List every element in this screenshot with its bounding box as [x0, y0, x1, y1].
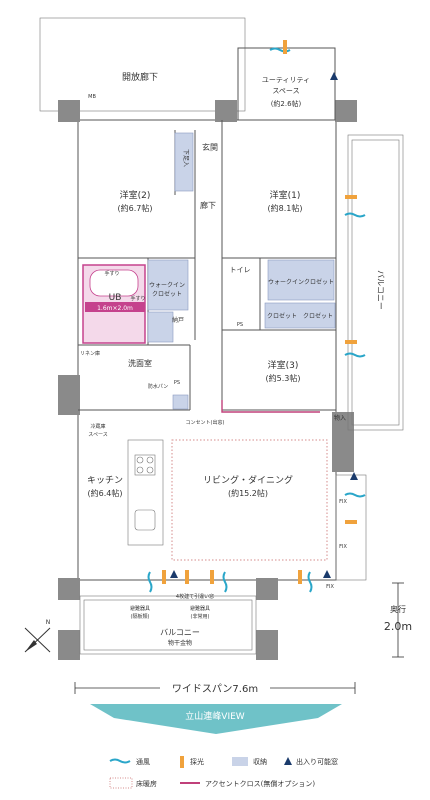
label-walkin-left-1: ウォークイン — [149, 281, 185, 289]
floor-heating-area — [171, 439, 328, 561]
label-ld: リビング・ダイニング — [203, 474, 293, 486]
label-walkin-right: ウォークインクロゼット — [268, 278, 334, 286]
label-escape1-1: 避難器具 — [130, 605, 150, 612]
compass-icon: N — [24, 619, 51, 653]
label-escape2-2: (非常用) — [191, 613, 210, 620]
label-escape1-2: (隔板類) — [131, 613, 150, 620]
label-kitchen: キッチン — [87, 475, 123, 486]
label-balcony-bottom: バルコニー — [160, 628, 200, 637]
label-utility-1: ユーティリティ — [262, 76, 310, 84]
label-utility-2: スペース — [272, 87, 299, 95]
label-room3-size: (約5.3帖) — [266, 373, 301, 383]
wind-icon — [109, 758, 131, 764]
legend-door: 出入り可能窓 — [296, 757, 338, 766]
wind-markers — [147, 47, 366, 593]
door-markers — [170, 72, 358, 578]
label-toilet: トイレ — [230, 266, 251, 274]
label-fridge-1: 冷蔵庫 — [90, 423, 105, 430]
accent-cross-line — [221, 400, 320, 413]
depth-value: 2.0m — [384, 620, 412, 633]
label-room3: 洋室(3) — [268, 359, 299, 371]
label-mono: 物入 — [334, 414, 346, 422]
depth-label: 奥行 — [390, 604, 406, 614]
legend-floor-heating: 床暖房 — [136, 779, 157, 788]
label-ld-size: (約15.2帖) — [228, 488, 268, 498]
label-window-note: 4枚建て引違い窓 — [176, 593, 214, 600]
label-room2-size: (約6.7帖) — [118, 203, 153, 213]
label-escape2-1: 避難器具 — [190, 605, 210, 612]
label-corridor-open: 開放廊下 — [122, 71, 158, 83]
storage-areas — [147, 132, 336, 410]
label-kitchen-size: (約6.4帖) — [88, 488, 123, 498]
svg-text:N: N — [46, 619, 51, 626]
label-room1: 洋室(1) — [270, 189, 301, 201]
label-balcony-right: バルコニー — [376, 270, 385, 310]
label-tesuri2: 手すり — [130, 295, 145, 302]
light-icon — [180, 756, 184, 768]
label-utility-size: (約2.6帖) — [271, 99, 302, 108]
label-walkin-left-2: クロゼット — [152, 290, 182, 298]
view-label: 立山連峰VIEW — [185, 710, 244, 722]
label-fridge-2: スペース — [88, 432, 107, 438]
label-genkan: 玄関 — [202, 142, 218, 152]
building-walls — [39, 17, 404, 660]
label-cons-note: コンセント(出窓) — [186, 419, 225, 426]
label-ub-size: 1.6m×2.0m — [97, 305, 133, 312]
label-ps1: PS — [237, 322, 243, 328]
label-room1-size: (約8.1帖) — [268, 203, 303, 213]
label-closet2: クロゼット — [303, 312, 333, 320]
label-linen: リネン庫 — [80, 350, 100, 357]
label-ub: UB — [109, 293, 122, 303]
light-markers — [162, 40, 357, 584]
legend: 通風 採光 収納 出入り可能窓 床暖房 アクセントクロス(無償オプション) — [109, 756, 338, 789]
storage-icon — [232, 757, 248, 766]
wide-span-label: ワイドスパン7.6m — [172, 683, 258, 695]
door-icon — [284, 757, 292, 765]
interior-walls — [78, 120, 336, 411]
label-fix3: FIX — [326, 584, 334, 590]
label-shoebox: 下足入 — [182, 149, 189, 167]
label-tesuri1: 手すり — [104, 270, 119, 277]
label-room2: 洋室(2) — [120, 189, 151, 201]
legend-storage: 収納 — [253, 757, 267, 766]
legend-accent: アクセントクロス(無償オプション) — [205, 779, 315, 788]
kitchen-counter — [127, 439, 164, 546]
view-band — [90, 704, 342, 734]
label-hanger: 物干金物 — [168, 639, 192, 647]
label-nando: 納戸 — [172, 316, 184, 324]
label-fix2: FIX — [339, 544, 347, 550]
label-senmen: 洗面室 — [128, 358, 152, 368]
floor-heating-icon — [109, 777, 133, 789]
label-ps2: PS — [174, 380, 180, 386]
legend-light: 採光 — [190, 757, 204, 766]
label-fix1: FIX — [339, 499, 347, 505]
legend-wind: 通風 — [136, 757, 150, 766]
label-hallway: 廊下 — [200, 200, 216, 210]
label-washer: 防水パン — [148, 383, 168, 390]
label-mb: MB — [88, 94, 96, 100]
label-closet1: クロゼット — [267, 312, 297, 320]
